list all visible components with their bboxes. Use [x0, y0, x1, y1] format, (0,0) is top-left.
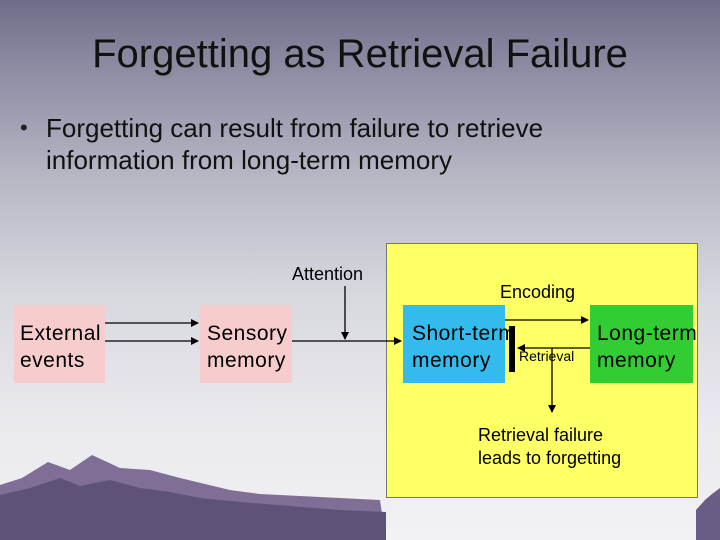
retrieval-block-bar: [509, 326, 515, 372]
attention-label: Attention: [292, 264, 364, 284]
short-term-memory-label: Short-term memory: [412, 322, 517, 373]
sensory-memory-box: [200, 305, 292, 383]
encoding-label: Encoding: [500, 282, 576, 302]
short-term-memory-box: [403, 305, 505, 383]
retrieval-label: Retrieval: [519, 348, 575, 364]
external-events-label: External events: [20, 322, 102, 373]
slide-title: Forgetting as Retrieval Failure: [92, 32, 628, 76]
bullet-line-2: information from long-term memory: [46, 145, 452, 176]
bullet-line-1: Forgetting can result from failure to re…: [46, 113, 544, 143]
retrieval-failure-note: Retrieval failure leads to forgetting: [478, 425, 622, 469]
long-term-memory-box: [590, 305, 693, 383]
bullet-marker: •: [20, 115, 28, 140]
sensory-memory-label: Sensory memory: [207, 322, 288, 373]
long-term-memory-label: Long-term memory: [597, 322, 698, 373]
external-events-box: [14, 305, 105, 383]
bullet-text: Forgetting can result from failure to re…: [46, 112, 686, 176]
